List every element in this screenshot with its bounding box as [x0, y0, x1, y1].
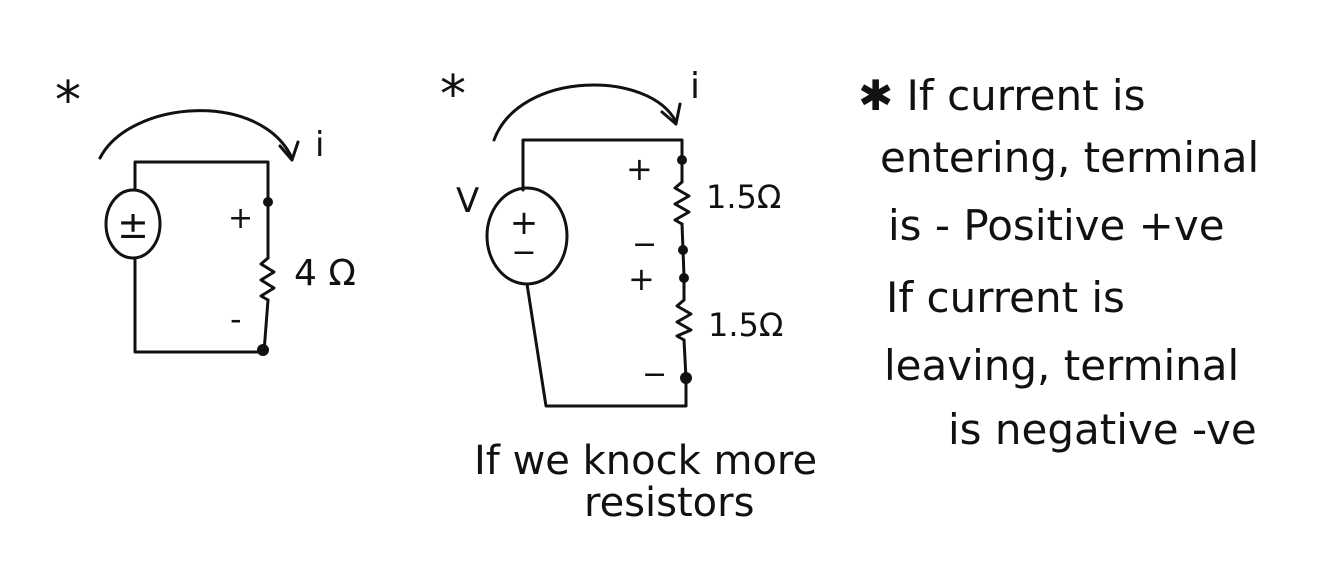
current-label-2: i [690, 66, 700, 107]
top-wire-2 [521, 138, 684, 192]
terminal-dot-b-2 [678, 245, 688, 255]
terminal-dot-d-2 [680, 372, 692, 384]
voltage-source-2 [485, 186, 569, 286]
current-arrow-2 [492, 83, 678, 142]
resistor-4-ohm [259, 256, 276, 302]
right-wire-b-2 [680, 222, 686, 302]
plus-top-2: + [626, 150, 653, 188]
terminal-dot-a-2 [677, 155, 687, 165]
note-line-4: If current is [886, 273, 1125, 322]
caption-line-1: If we knock more [474, 438, 817, 484]
resistor-bottom-label-2: 1.5Ω [708, 306, 783, 344]
current-arrow-1 [98, 109, 294, 160]
notes-block: ✱ If current is entering, terminal is - … [858, 71, 1259, 454]
note-line-5: leaving, terminal [884, 341, 1239, 390]
resistor-top-1-5-ohm [673, 180, 691, 226]
caption-line-2: resistors [584, 480, 754, 526]
plus-mid-2: + [628, 260, 655, 298]
voltage-source-1 [104, 188, 162, 260]
source-minus-2: − [511, 235, 536, 270]
right-wire-c-2 [682, 338, 688, 380]
minus-bottom-2: − [642, 357, 667, 392]
current-label-1: i [315, 125, 324, 165]
right-wire-lower-1 [262, 298, 270, 354]
bottom-wire-1 [133, 256, 264, 354]
current-arrowhead-1 [278, 140, 300, 162]
resistor-label-1: 4 Ω [294, 253, 356, 294]
resistor-top-label-2: 1.5Ω [706, 178, 781, 216]
circuit-1: * i ± + - 4 Ω [55, 71, 356, 356]
bottom-wire-2 [525, 282, 688, 408]
star-mark-1: * [55, 71, 81, 131]
terminal-dot-bottom-1 [257, 344, 269, 356]
star-mark-2: * [440, 65, 466, 125]
minus-mid-2: − [632, 227, 657, 262]
source-symbol-1: ± [117, 203, 149, 247]
terminal-dot-c-2 [679, 273, 689, 283]
note-line-2: entering, terminal [880, 133, 1259, 182]
top-wire-1 [133, 160, 270, 204]
source-plus-2: + [510, 203, 539, 243]
terminal-dot-top-1 [263, 197, 273, 207]
note-line-3: is - Positive +ve [888, 201, 1225, 250]
resistor-bottom-1-5-ohm [675, 298, 693, 342]
voltage-label-2: V [456, 181, 479, 221]
note-line-1: ✱ If current is [858, 71, 1145, 120]
current-arrowhead-2 [660, 102, 682, 126]
minus-sign-1: - [230, 300, 242, 338]
note-line-6: is negative -ve [948, 405, 1257, 454]
circuit-2: * i + − V + − + − 1.5Ω 1.5Ω If we knoc [440, 65, 817, 526]
plus-sign-1: + [228, 201, 253, 236]
